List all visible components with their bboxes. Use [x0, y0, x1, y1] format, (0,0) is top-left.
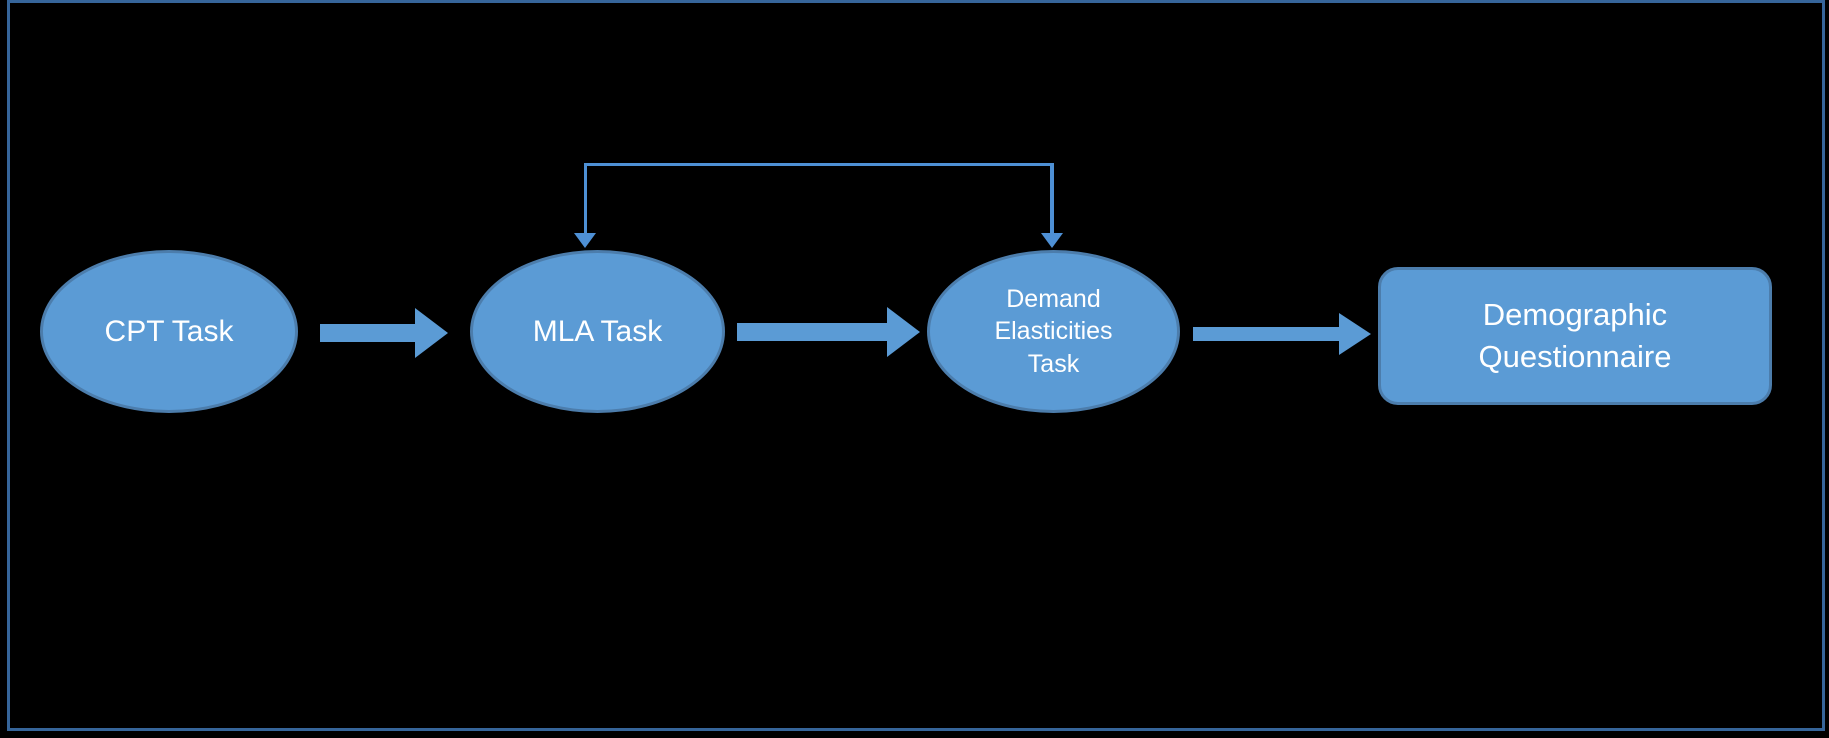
feedback-connector-horizontal-line	[584, 163, 1054, 166]
frame-border	[7, 0, 1825, 731]
feedback-connector-left-vertical-line	[584, 163, 587, 233]
node-demographic-questionnaire: Demographic Questionnaire	[1378, 267, 1772, 405]
node-demographic-line-2: Questionnaire	[1478, 339, 1672, 374]
arrow-demand-to-demographic-bar	[1193, 327, 1339, 341]
node-mla-task: MLA Task	[470, 250, 725, 413]
node-cpt-task-label: CPT Task	[104, 314, 234, 348]
node-cpt-task: CPT Task	[40, 250, 298, 413]
arrow-mla-to-demand-head-icon	[887, 307, 920, 357]
node-demographic-line-1: Demographic	[1482, 297, 1668, 333]
feedback-connector-right-vertical-line	[1050, 163, 1054, 233]
node-mla-task-label: MLA Task	[532, 314, 663, 348]
node-demand-line-1: Demand	[1006, 284, 1101, 313]
arrow-mla-to-demand-bar	[737, 323, 887, 341]
arrow-cpt-to-mla-head-icon	[415, 308, 448, 358]
arrow-cpt-to-mla-bar	[320, 324, 415, 342]
node-demand-elasticities-task-label: Demand Elasticities Task	[994, 283, 1112, 381]
feedback-arrowhead-into-mla-icon	[574, 233, 596, 248]
node-demand-line-3: Task	[1027, 349, 1080, 378]
node-demand-line-2: Elasticities	[994, 317, 1113, 346]
node-demographic-questionnaire-label: Demographic Questionnaire	[1478, 294, 1671, 378]
node-demand-elasticities-task: Demand Elasticities Task	[927, 250, 1180, 413]
arrow-demand-to-demographic-head-icon	[1339, 313, 1371, 355]
feedback-arrowhead-into-demand-icon	[1041, 233, 1063, 248]
